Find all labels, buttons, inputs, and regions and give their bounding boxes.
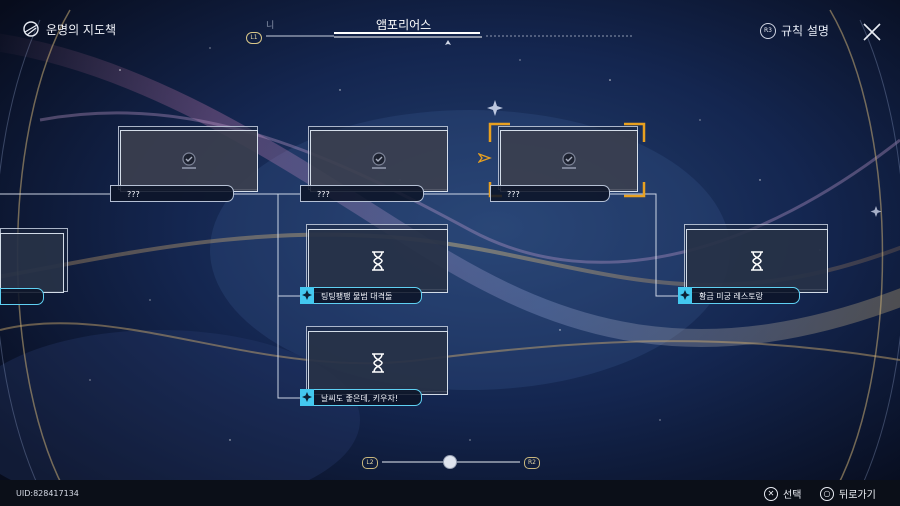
l2-button-hint: L2 xyxy=(362,457,378,469)
node-label: ??? xyxy=(300,185,424,202)
rules-label: 규칙 설명 xyxy=(781,24,829,38)
cross-button-icon: ✕ xyxy=(764,486,778,501)
offscreen-node-card xyxy=(0,228,70,308)
region-tabs[interactable]: L1 니 앰포리어스 xyxy=(246,14,636,48)
node-card-3-selected[interactable]: ??? xyxy=(488,122,646,206)
locked-gear-icon xyxy=(562,152,576,169)
r3-button-hint: R3 xyxy=(760,22,776,39)
event-badge-icon xyxy=(678,287,692,304)
zoom-slider[interactable]: L2 R2 xyxy=(362,455,540,469)
node-label: ??? xyxy=(490,185,610,202)
node-card-1[interactable]: ??? xyxy=(110,126,260,206)
node-label: 황금 미궁 레스토랑 xyxy=(678,287,800,304)
l1-button-hint: L1 xyxy=(246,32,262,44)
circle-button-icon: ○ xyxy=(820,486,834,501)
back-label: 뒤로가기 xyxy=(839,490,876,501)
atlas-title-text: 운명의 지도책 xyxy=(46,22,117,37)
node-card-2[interactable]: ??? xyxy=(300,126,450,206)
close-icon[interactable] xyxy=(860,20,884,44)
hourglass-icon xyxy=(372,353,384,373)
cursor-arrow-icon xyxy=(478,152,492,164)
node-card-5[interactable]: 날씨도 좋은데, 키우자! xyxy=(300,326,450,410)
node-card-6[interactable]: 황금 미궁 레스토랑 xyxy=(678,224,830,308)
event-badge-icon xyxy=(300,287,314,304)
hourglass-icon xyxy=(751,251,763,271)
select-button[interactable]: ✕ 선택 xyxy=(764,486,801,501)
node-card-4[interactable]: 팅팅팽팽 물범 대격돌 xyxy=(300,224,450,308)
back-button[interactable]: ○ 뒤로가기 xyxy=(820,486,876,501)
bottom-bar xyxy=(0,480,900,506)
locked-gear-icon xyxy=(372,152,386,169)
select-label: 선택 xyxy=(783,490,802,501)
atlas-icon xyxy=(23,21,39,37)
atlas-title: 운명의 지도책 xyxy=(22,20,116,38)
node-label: 팅팅팽팽 물범 대격돌 xyxy=(300,287,422,304)
node-label: ??? xyxy=(110,185,234,202)
locked-gear-icon xyxy=(182,152,196,169)
event-badge-icon xyxy=(300,389,314,406)
tab-previous-region[interactable]: 니 xyxy=(266,21,275,31)
rules-button[interactable]: R3 규칙 설명 xyxy=(760,22,829,39)
tab-current-region[interactable]: 앰포리어스 xyxy=(376,18,432,32)
uid-text: UID:828417134 xyxy=(16,489,79,498)
hourglass-icon xyxy=(372,251,384,271)
r2-button-hint: R2 xyxy=(524,457,540,469)
zoom-handle[interactable] xyxy=(443,455,457,469)
node-label: 날씨도 좋은데, 키우자! xyxy=(300,389,422,406)
